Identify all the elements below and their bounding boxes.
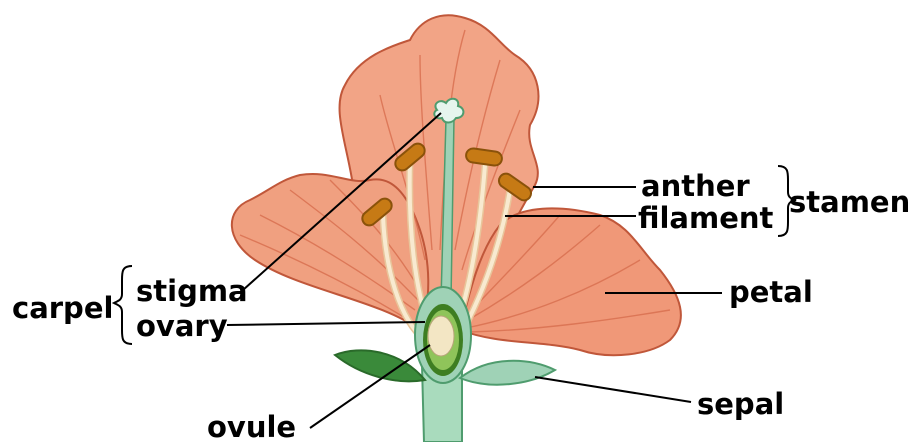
sepal-left: [335, 350, 425, 381]
flower-illustration: [232, 15, 681, 442]
stigma-label: stigma: [136, 274, 248, 308]
filament-label: filament: [638, 201, 774, 235]
ovule-label: ovule: [207, 410, 296, 442]
stamen-label: stamen: [789, 185, 910, 219]
sepal-right: [460, 361, 555, 385]
ovary-leader: [227, 322, 425, 325]
sepal-label: sepal: [697, 387, 784, 421]
petal-label: petal: [729, 275, 813, 309]
carpel-bracket: [114, 266, 132, 344]
anther-label: anther: [641, 169, 750, 203]
sepal-leader: [535, 377, 691, 402]
ovule-shape: [428, 316, 454, 356]
carpel-label: carpel: [12, 291, 113, 325]
ovary-label: ovary: [136, 309, 228, 343]
